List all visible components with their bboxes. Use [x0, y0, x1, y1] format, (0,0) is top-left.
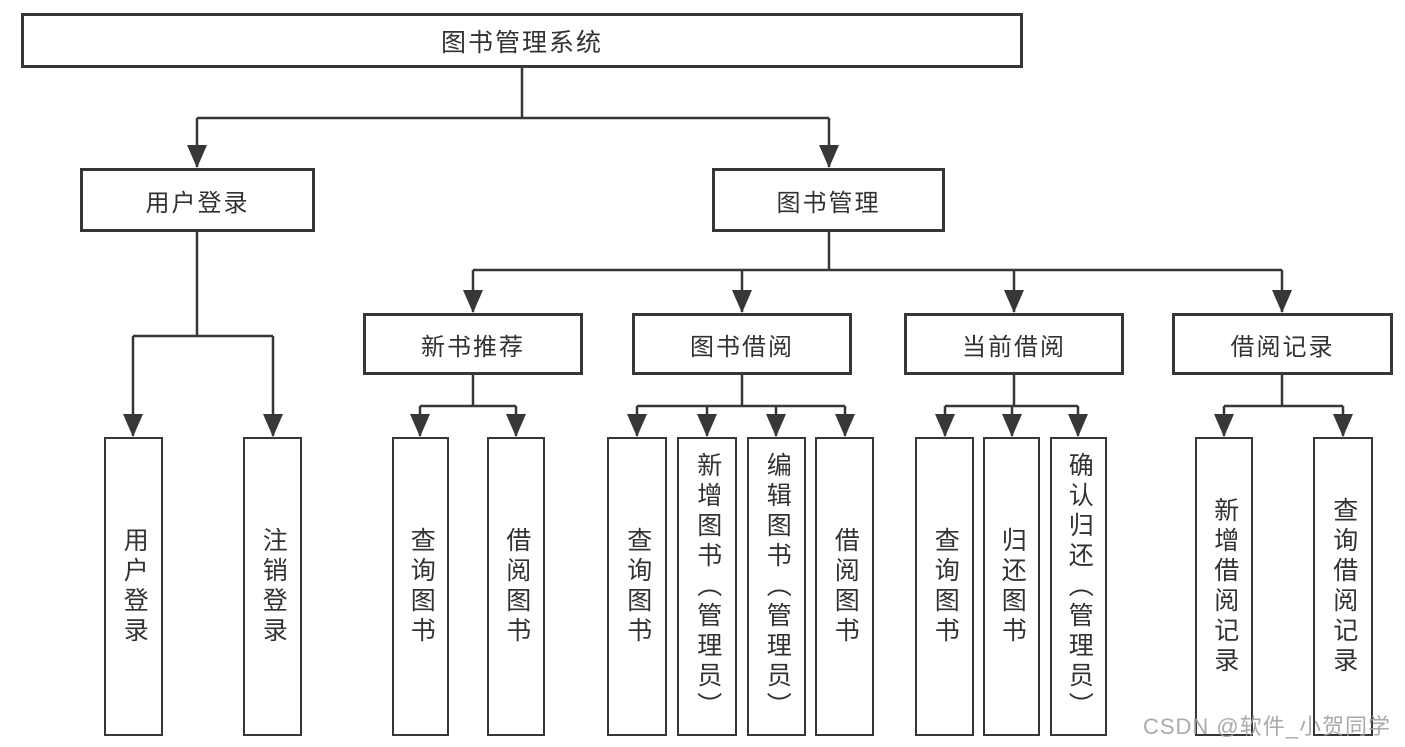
- leaf-user-login: 用户登录: [104, 437, 163, 736]
- node-label: 新增图书（管理员）: [693, 451, 722, 722]
- node-label: 借阅图书: [502, 526, 531, 647]
- node-book-management-module: 图书管理: [712, 168, 945, 232]
- node-label: 图书借阅: [690, 333, 794, 361]
- node-label: 注销登录: [259, 526, 288, 647]
- leaf-add-borrow-record: 新增借阅记录: [1195, 437, 1253, 736]
- node-label: 图书管理: [776, 189, 881, 217]
- node-label: 图书管理系统: [440, 28, 603, 57]
- node-label: 当前借阅: [962, 333, 1066, 361]
- leaf-borrow-books: 借阅图书: [815, 437, 874, 736]
- node-book-borrowing: 图书借阅: [632, 313, 852, 375]
- node-new-book-recommend: 新书推荐: [363, 313, 583, 375]
- node-label: 查询图书: [931, 526, 960, 647]
- node-label: 确认归还（管理员）: [1065, 451, 1094, 722]
- leaf-query-books-current: 查询图书: [915, 437, 974, 736]
- node-label: 新书推荐: [421, 333, 525, 361]
- leaf-query-books-borrow: 查询图书: [607, 437, 667, 736]
- node-label: 编辑图书（管理员）: [763, 451, 792, 722]
- leaf-query-borrow-record: 查询借阅记录: [1313, 437, 1373, 736]
- node-borrowing-records: 借阅记录: [1172, 313, 1393, 375]
- leaf-edit-books-admin: 编辑图书（管理员）: [747, 437, 806, 736]
- node-current-borrowing: 当前借阅: [904, 313, 1124, 375]
- node-label: 查询图书: [623, 526, 652, 647]
- node-label: 查询图书: [407, 526, 436, 647]
- leaf-borrow-books-recommend: 借阅图书: [487, 437, 545, 736]
- csdn-watermark: CSDN @软件_小贺同学: [1142, 714, 1391, 739]
- node-user-login-module: 用户登录: [80, 168, 315, 232]
- leaf-return-books: 归还图书: [983, 437, 1040, 736]
- leaf-logout: 注销登录: [243, 437, 302, 736]
- node-label: 新增借阅记录: [1210, 496, 1239, 677]
- node-label: 借阅记录: [1230, 333, 1335, 361]
- node-label: 用户登录: [145, 189, 250, 217]
- leaf-confirm-return-admin: 确认归还（管理员）: [1050, 437, 1107, 736]
- leaf-add-books-admin: 新增图书（管理员）: [677, 437, 737, 736]
- node-label: 查询借阅记录: [1329, 496, 1358, 677]
- leaf-query-books-recommend: 查询图书: [392, 437, 449, 736]
- node-label: 借阅图书: [831, 526, 860, 647]
- node-label: 归还图书: [998, 526, 1027, 647]
- node-label: 用户登录: [120, 526, 149, 647]
- node-root-system: 图书管理系统: [21, 13, 1023, 68]
